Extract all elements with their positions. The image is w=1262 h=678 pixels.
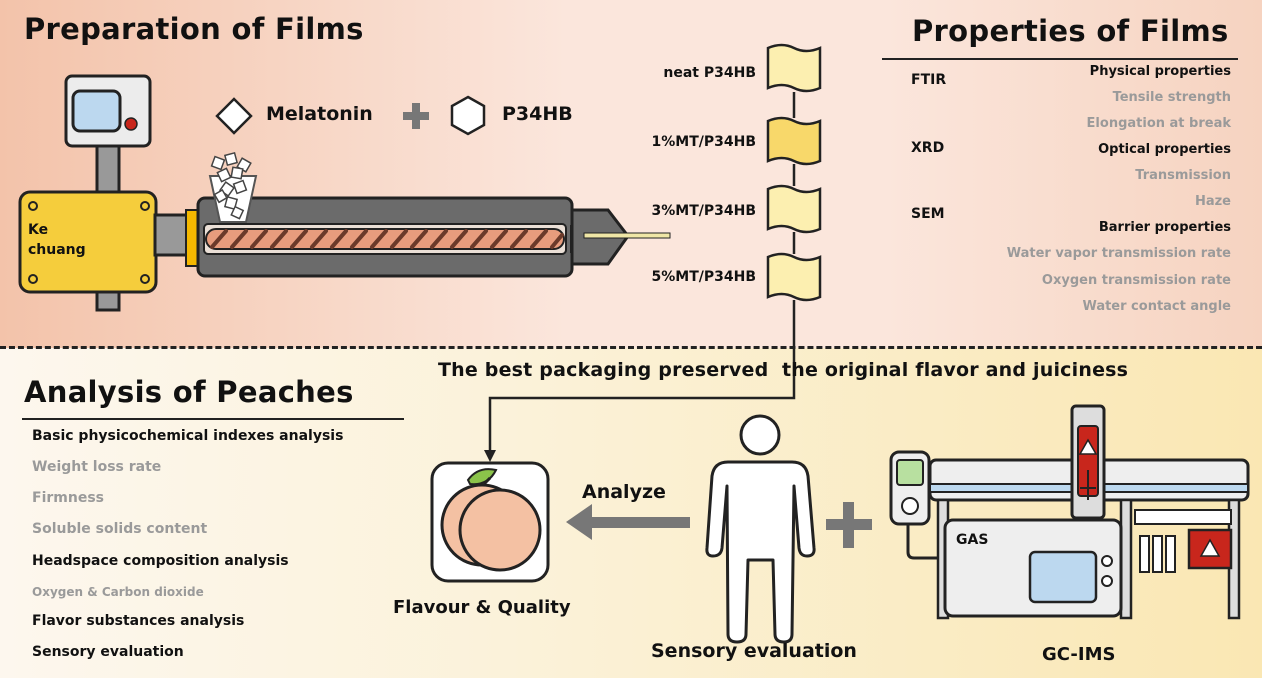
analyze-label: Analyze — [582, 481, 666, 503]
preparation-title: Preparation of Films — [24, 12, 364, 46]
melatonin-diamond-icon — [215, 97, 253, 135]
properties-title: Properties of Films — [912, 14, 1229, 48]
film-sample-neat — [766, 43, 822, 93]
film-samples — [766, 43, 822, 302]
film-label-5: 5%MT/P34HB — [651, 269, 757, 285]
film-label-neat: neat P34HB — [663, 65, 756, 81]
properties-title-rule — [882, 58, 1238, 60]
property-item: Physical properties — [1089, 64, 1231, 79]
analysis-title-rule — [22, 418, 404, 420]
plus-icon — [403, 103, 429, 129]
property-item: Barrier properties — [1098, 220, 1231, 235]
property-item: Haze — [1194, 194, 1231, 209]
peach-illustration — [430, 461, 550, 583]
sensory-caption: Sensory evaluation — [651, 640, 857, 662]
film-label-3: 3%MT/P34HB — [651, 203, 757, 219]
analysis-item: Soluble solids content — [32, 521, 208, 537]
section-divider — [0, 346, 1262, 349]
control-screen — [71, 89, 122, 133]
property-item: Water vapor transmission rate — [1006, 246, 1231, 261]
analysis-item: Firmness — [32, 490, 104, 506]
peach-caption: Flavour & Quality — [393, 597, 571, 618]
analyze-arrow-shaft — [588, 517, 690, 528]
connector-line — [488, 300, 796, 452]
gcims-caption: GC-IMS — [1042, 644, 1116, 665]
analysis-item: Weight loss rate — [32, 459, 162, 475]
property-item: Oxygen transmission rate — [1041, 273, 1231, 288]
extruder-brand: Ke chuang — [28, 222, 86, 258]
gc-ims-instrument — [889, 404, 1250, 620]
indicator-light — [124, 117, 138, 131]
film-sample-3 — [766, 184, 822, 234]
technique-sem: SEM — [911, 206, 945, 222]
analysis-item: Sensory evaluation — [32, 644, 184, 660]
analyze-arrowhead — [566, 504, 592, 540]
melatonin-label: Melatonin — [266, 103, 373, 125]
technique-ftir: FTIR — [911, 72, 947, 88]
property-item: Transmission — [1135, 168, 1231, 183]
analysis-item: Oxygen & Carbon dioxide — [32, 585, 204, 599]
extruder-illustration — [18, 74, 671, 312]
film-sample-1 — [766, 116, 822, 166]
analysis-item: Basic physicochemical indexes analysis — [32, 428, 344, 444]
property-item: Optical properties — [1098, 142, 1231, 157]
property-item: Elongation at break — [1086, 116, 1231, 131]
property-item: Water contact angle — [1082, 299, 1231, 314]
technique-xrd: XRD — [911, 140, 945, 156]
analysis-item: Flavor substances analysis — [32, 613, 245, 629]
analysis-item: Headspace composition analysis — [32, 553, 289, 569]
film-label-1: 1%MT/P34HB — [651, 134, 757, 150]
conclusion-banner: The best packaging preserved the origina… — [438, 359, 1129, 381]
film-sample-5 — [766, 252, 822, 302]
property-item: Tensile strength — [1112, 90, 1231, 105]
analysis-title: Analysis of Peaches — [24, 375, 354, 409]
p34hb-hexagon-icon — [450, 95, 486, 136]
gas-label: GAS — [956, 532, 989, 548]
connector-arrowhead — [484, 450, 496, 462]
plus-icon-2 — [826, 502, 872, 548]
p34hb-label: P34HB — [502, 103, 573, 125]
person-icon — [705, 414, 816, 644]
bottom-panel — [0, 348, 1262, 678]
